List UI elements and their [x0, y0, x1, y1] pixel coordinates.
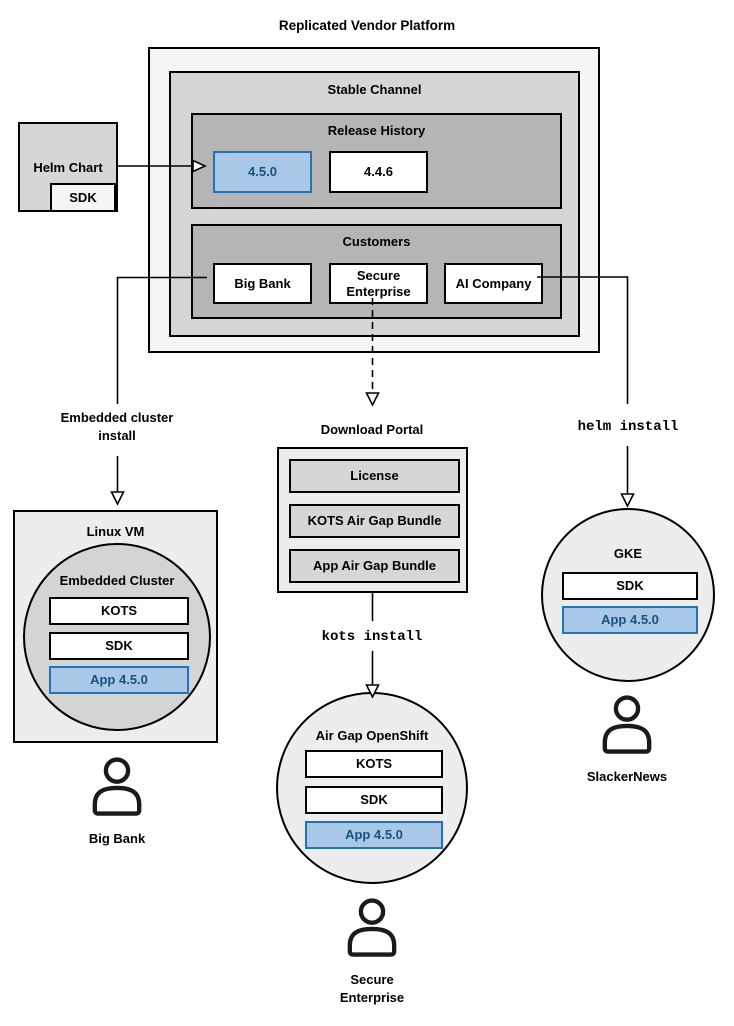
- release-node-446: 4.4.6: [329, 151, 428, 193]
- persona-slackernews-label: SlackerNews: [586, 769, 668, 784]
- embedded-sdk-node: SDK: [49, 632, 189, 660]
- customers-box: Customers Big Bank Secure Enterprise AI …: [191, 224, 562, 319]
- release-history-box: Release History 4.5.0 4.4.6: [191, 113, 562, 209]
- airgap-kots-node: KOTS: [305, 750, 443, 778]
- embedded-cluster-circle: Embedded Cluster KOTS SDK App 4.5.0: [23, 543, 211, 731]
- embedded-app-node: App 4.5.0: [49, 666, 189, 694]
- embedded-install-edge-label: Embedded cluster install: [60, 410, 174, 443]
- portal-app-bundle-node: App Air Gap Bundle: [289, 549, 460, 583]
- linux-vm-box: Linux VM Embedded Cluster KOTS SDK App 4…: [13, 510, 218, 743]
- helm-chart-label: Helm Chart: [33, 160, 103, 175]
- person-icon: [92, 757, 142, 816]
- release-node-450: 4.5.0: [213, 151, 312, 193]
- gke-sdk-node: SDK: [562, 572, 698, 600]
- download-portal-label: Download Portal: [320, 422, 424, 437]
- arrowhead-linux-vm: [110, 491, 125, 506]
- gke-label: GKE: [613, 546, 643, 561]
- gke-app-node: App 4.5.0: [562, 606, 698, 634]
- arrowhead-gke: [620, 493, 635, 508]
- arrowhead-download-portal: [365, 392, 380, 407]
- customer-node-secure-enterprise: Secure Enterprise: [329, 263, 428, 304]
- embedded-kots-node: KOTS: [49, 597, 189, 625]
- persona-slackernews: SlackerNews: [557, 695, 697, 786]
- airgap-app-node: App 4.5.0: [305, 821, 443, 849]
- embedded-cluster-label: Embedded Cluster: [59, 573, 175, 588]
- helm-install-command: helm install: [577, 419, 679, 435]
- helm-sdk-node: SDK: [50, 183, 116, 212]
- customer-node-ai-company: AI Company: [444, 263, 543, 304]
- customer-node-big-bank: Big Bank: [213, 263, 312, 304]
- airgap-openshift-label: Air Gap OpenShift: [315, 728, 429, 743]
- stable-channel-label: Stable Channel: [327, 82, 422, 97]
- kots-install-command: kots install: [321, 629, 423, 645]
- gke-circle: GKE SDK App 4.5.0: [541, 508, 715, 682]
- person-icon: [347, 898, 397, 957]
- customers-label: Customers: [342, 234, 411, 249]
- helm-chart-box: Helm Chart SDK: [18, 122, 118, 212]
- release-history-label: Release History: [327, 123, 426, 138]
- persona-secure-enterprise: Secure Enterprise: [302, 898, 442, 1006]
- airgap-openshift-circle: Air Gap OpenShift KOTS SDK App 4.5.0: [276, 692, 468, 884]
- stable-channel-box: Stable Channel Release History 4.5.0 4.4…: [169, 71, 580, 337]
- portal-kots-bundle-node: KOTS Air Gap Bundle: [289, 504, 460, 538]
- download-portal-box: License KOTS Air Gap Bundle App Air Gap …: [277, 447, 468, 593]
- persona-big-bank-label: Big Bank: [88, 831, 146, 846]
- persona-big-bank: Big Bank: [47, 757, 187, 848]
- persona-secure-enterprise-label: Secure Enterprise: [339, 972, 405, 1005]
- portal-license-node: License: [289, 459, 460, 493]
- platform-box: Stable Channel Release History 4.5.0 4.4…: [148, 47, 600, 353]
- airgap-sdk-node: SDK: [305, 786, 443, 814]
- diagram-title: Replicated Vendor Platform: [278, 18, 456, 33]
- person-icon: [602, 695, 652, 754]
- linux-vm-label: Linux VM: [86, 524, 145, 539]
